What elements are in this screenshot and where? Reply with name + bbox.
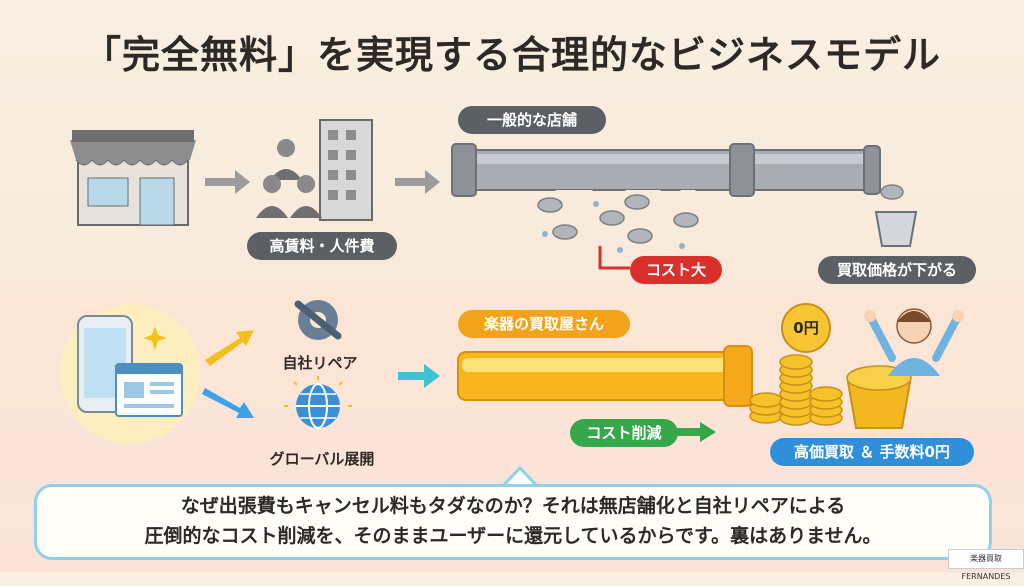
arrow-up-right-icon [205,330,254,366]
explanation-line-2: 圧倒的なコスト削減を、そのままユーザーに還元しているからです。裏はありません。 [144,525,882,547]
store-type-label: 一般的な店舗 [458,106,606,134]
coin-stacks-icon [749,354,843,426]
golden-pipe-icon [457,345,753,407]
bucket-icon [874,211,918,247]
browser-window-icon [115,363,183,417]
cost-badge: コスト大 [630,256,722,284]
arrow-right-icon [205,170,250,194]
company-label: 楽器の買取屋さん [458,310,630,338]
zero-yen-coin-icon [781,303,831,353]
leaky-pipe-icon [451,143,881,202]
result-label-bottom: 高価買取 ＆ 手数料0円 [770,438,974,466]
wrench-gear-icon [294,300,342,340]
explanation-line-1: なぜ出張費もキャンセル料もタダなのか？それは無店舗化と自社リペアによる [180,495,846,517]
sparkle-icon [143,326,167,350]
repair-label: 自社リペア [282,354,358,372]
explanation-text: なぜ出張費もキャンセル料もタダなのか？それは無店舗化と自社リペアによる 圧倒的な… [34,491,992,551]
arrow-right-teal-icon [398,364,440,388]
storefront-icon [70,130,196,226]
cost-label: 高賃料・人件費 [247,232,397,260]
happy-person-icon [864,308,964,376]
staff-and-building-icon [256,119,373,221]
page-title: 「完全無料」を実現する合理的なビジネスモデル [82,33,941,77]
cost-cut-label: コスト削減 [570,419,678,447]
arrow-right-green-icon [660,422,716,442]
traditional-store-diagram [70,119,918,270]
explanation-panel [34,484,992,560]
global-label: グローバル展開 [269,450,375,468]
brand-logo: 楽器買取 FERNANDES [948,549,1024,581]
cost-bracket [598,246,630,270]
arrow-down-right-icon [202,388,254,418]
water-drops [542,201,685,253]
result-label-top: 買取価格が下がる [818,256,976,284]
gold-bucket-icon [846,365,912,429]
arrow-right-icon-2 [395,170,440,194]
speech-pointer [500,466,540,488]
falling-coins-icon [537,184,904,244]
zero-yen-text: 0円 [793,319,819,337]
our-model-diagram [60,300,964,444]
globe-icon [284,376,352,429]
